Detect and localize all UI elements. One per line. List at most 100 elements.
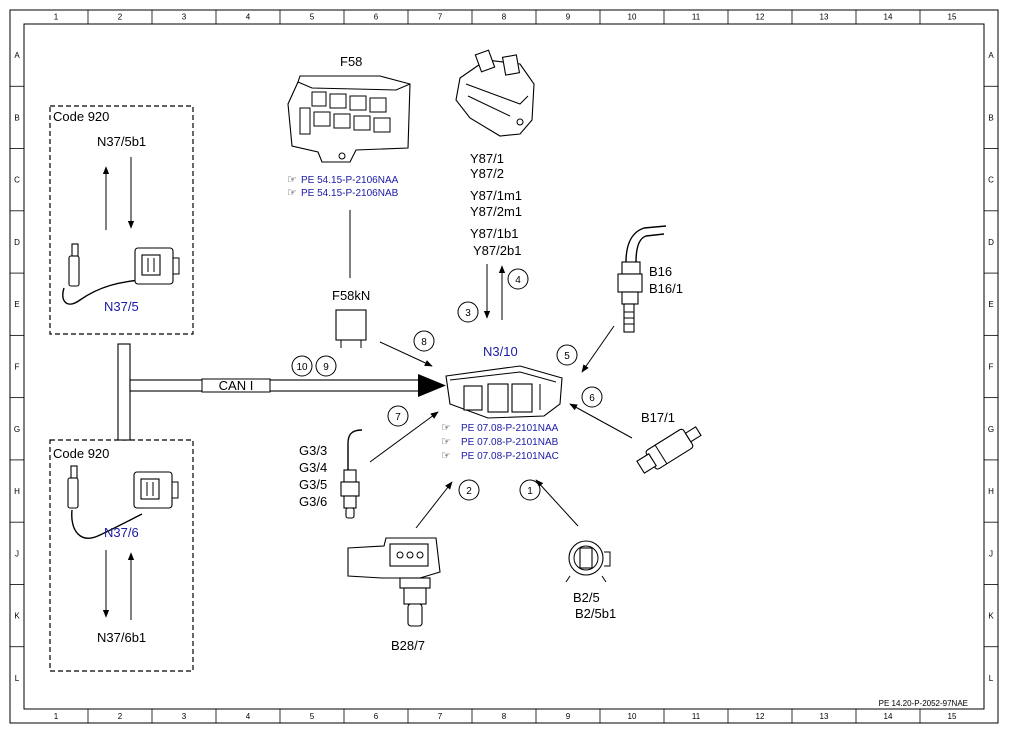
callout-4: 4 xyxy=(507,268,529,290)
y87-valve-drawing xyxy=(455,49,535,137)
hand-pointer-icon: ☞ xyxy=(441,436,451,448)
grid-row-label: G xyxy=(14,425,20,434)
b2-5-label: B2/5 xyxy=(573,590,600,605)
grid-column-label: 5 xyxy=(310,13,315,22)
b16-1-label: B16/1 xyxy=(649,281,683,296)
engine-control-unit-drawing xyxy=(445,365,563,419)
g3-3-label: G3/3 xyxy=(299,443,327,458)
code-920-bottom-title: Code 920 xyxy=(53,446,109,461)
b2-5b1-label: B2/5b1 xyxy=(575,606,616,621)
f58-ref-1: PE 54.15-P-2106NAA xyxy=(301,175,399,186)
grid-row-label: H xyxy=(988,487,994,496)
nox-sensor-n37-5-drawing xyxy=(62,243,180,305)
grid-row-label: J xyxy=(989,549,993,558)
grid-column-label: 6 xyxy=(374,13,379,22)
b28-7-pressure-sensor-drawing xyxy=(347,537,441,627)
n37-5-label: N37/5 xyxy=(104,299,139,314)
g3-oxygen-sensor-drawing xyxy=(340,429,363,519)
grid-column-label: 3 xyxy=(182,13,187,22)
can-label: CAN I xyxy=(219,378,254,393)
grid-row-label: D xyxy=(14,238,20,247)
grid-column-label: 10 xyxy=(628,712,637,721)
grid-row-label: C xyxy=(988,176,994,185)
hand-pointer-icon: ☞ xyxy=(441,422,451,434)
nox-sensor-n37-6-drawing xyxy=(67,465,179,539)
f58-label: F58 xyxy=(340,54,362,69)
b2-5-air-mass-sensor-drawing xyxy=(565,540,611,583)
can-bus: CAN I xyxy=(117,343,446,441)
grid-row-label: K xyxy=(988,612,994,621)
n37-6-label: N37/6 xyxy=(104,525,139,540)
y87-1b1-label: Y87/1b1 xyxy=(470,226,518,241)
svg-text:7: 7 xyxy=(395,412,401,423)
grid-column-label: 14 xyxy=(884,712,893,721)
b17-1-sensor-drawing xyxy=(636,426,702,474)
grid-column-label: 10 xyxy=(628,13,637,22)
grid-row-label: A xyxy=(988,51,994,60)
grid-column-label: 4 xyxy=(246,13,251,22)
grid-labels: 1122334455667788991010111112121313141415… xyxy=(14,13,994,722)
code-920-bottom-box: Code 920 N37/6 N37/6b1 xyxy=(49,439,194,672)
grid-column-label: 8 xyxy=(502,13,507,22)
ecu-ref-3: PE 07.08-P-2101NAC xyxy=(461,451,559,462)
y87-2b1-label: Y87/2b1 xyxy=(473,243,521,258)
callout-6: 6 xyxy=(581,386,603,408)
callout-8: 8 xyxy=(413,330,435,352)
code-920-top-box: Code 920 N37/5b1 N37/5 xyxy=(49,105,194,335)
grid-row-label: B xyxy=(988,113,993,122)
callout-2: 2 xyxy=(458,479,480,501)
grid-row-label: B xyxy=(14,113,19,122)
svg-text:8: 8 xyxy=(421,337,427,348)
grid-row-label: L xyxy=(15,674,20,683)
grid-row-label: F xyxy=(15,363,20,372)
grid-column-label: 6 xyxy=(374,712,379,721)
f58-ref-2: PE 54.15-P-2106NAB xyxy=(301,188,399,199)
grid-column-label: 13 xyxy=(820,13,829,22)
grid-column-label: 8 xyxy=(502,712,507,721)
grid-column-label: 9 xyxy=(566,712,571,721)
grid-column-label: 11 xyxy=(692,712,701,721)
grid-column-label: 15 xyxy=(948,13,957,22)
grid-row-label: E xyxy=(14,300,19,309)
svg-text:1: 1 xyxy=(527,486,533,497)
grid-row-label: F xyxy=(989,363,994,372)
hand-pointer-icon: ☞ xyxy=(287,174,297,186)
code-920-top-title: Code 920 xyxy=(53,109,109,124)
n37-6b1-label: N37/6b1 xyxy=(97,630,146,645)
grid-row-label: J xyxy=(15,549,19,558)
grid-column-label: 2 xyxy=(118,712,123,721)
inner-frame xyxy=(23,23,985,710)
grid-row-label: K xyxy=(14,612,20,621)
grid-row-label: D xyxy=(988,238,994,247)
callout-3: 3 xyxy=(457,301,479,323)
grid-column-label: 1 xyxy=(54,13,59,22)
svg-text:5: 5 xyxy=(564,351,570,362)
n3-10-label: N3/10 xyxy=(483,344,518,359)
grid-column-label: 11 xyxy=(692,13,701,22)
y87-2m1-label: Y87/2m1 xyxy=(470,204,522,219)
grid-column-label: 4 xyxy=(246,712,251,721)
grid-column-label: 12 xyxy=(756,13,765,22)
outer-frame xyxy=(9,9,999,724)
svg-text:2: 2 xyxy=(466,486,472,497)
callout-10: 10 xyxy=(291,355,313,377)
svg-text:4: 4 xyxy=(515,275,521,286)
callout-7: 7 xyxy=(387,405,409,427)
g3-5-label: G3/5 xyxy=(299,477,327,492)
ecu-ref-2: PE 07.08-P-2101NAB xyxy=(461,437,559,448)
callout-1: 1 xyxy=(519,479,541,501)
grid-column-label: 3 xyxy=(182,712,187,721)
callout-5: 5 xyxy=(556,344,578,366)
hand-pointer-icon: ☞ xyxy=(441,450,451,462)
relay-f58kn-drawing xyxy=(335,309,367,348)
svg-text:9: 9 xyxy=(323,362,329,373)
f58-fuse-box-drawing xyxy=(287,75,411,163)
grid-row-label: H xyxy=(14,487,20,496)
n37-5b1-label: N37/5b1 xyxy=(97,134,146,149)
grid-column-label: 15 xyxy=(948,712,957,721)
grid-row-label: E xyxy=(988,300,993,309)
grid-ticks xyxy=(10,10,998,723)
grid-row-label: L xyxy=(989,674,994,683)
y87-1m1-label: Y87/1m1 xyxy=(470,188,522,203)
